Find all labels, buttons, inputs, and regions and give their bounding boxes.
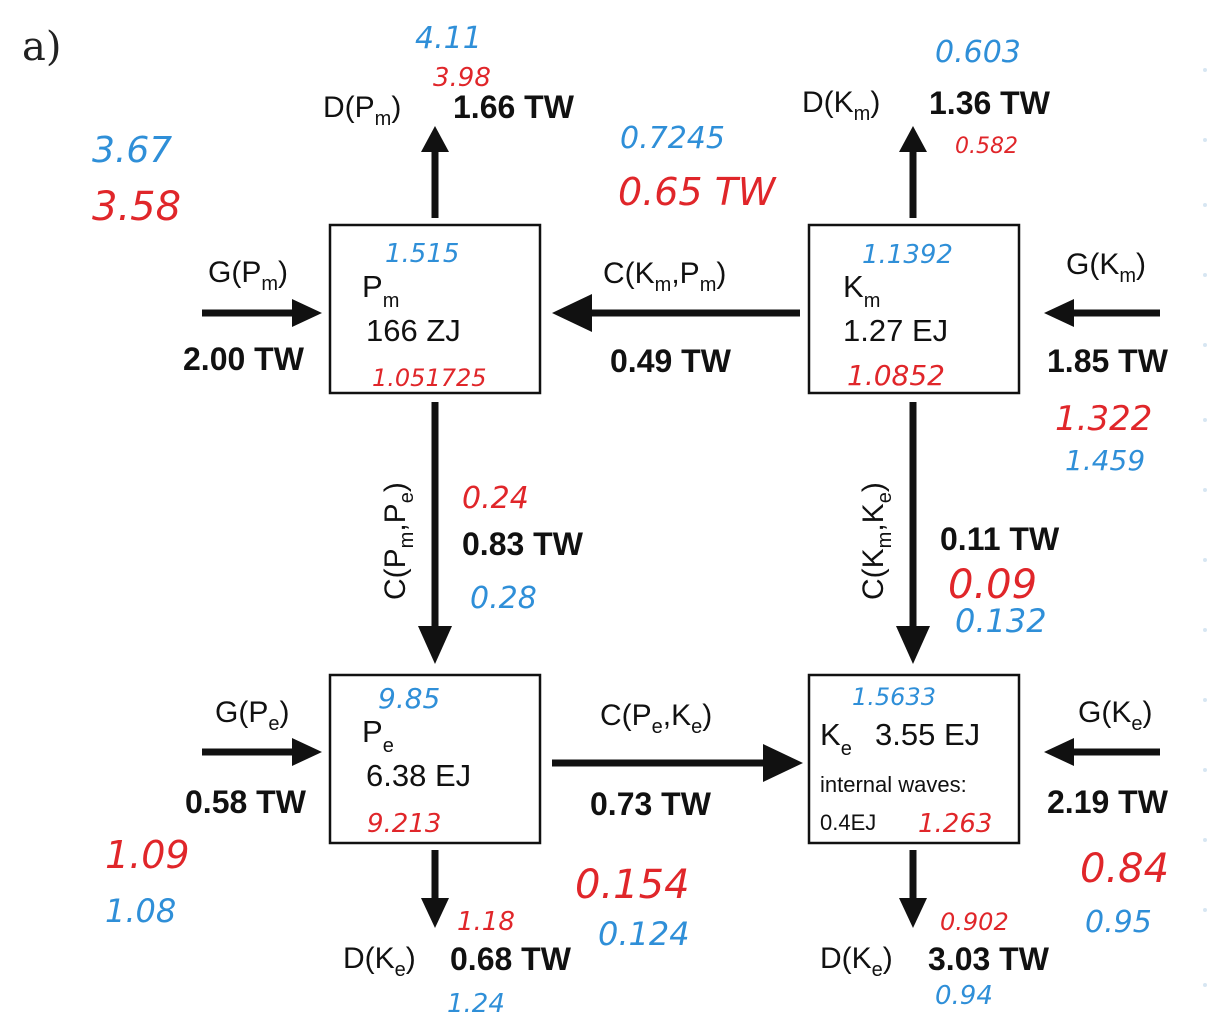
flow-d-ke-right-label: D(Ke) xyxy=(820,942,893,981)
box-pm xyxy=(328,223,542,395)
flow-c-kmke-label: C(Km,Ke) xyxy=(857,482,896,600)
note-red-6: 1.0852 xyxy=(847,359,945,392)
note-red-14: 0.84 xyxy=(1080,846,1169,892)
note-blue-2: 3.67 xyxy=(92,130,172,171)
note-blue-9: 9.85 xyxy=(378,682,440,715)
arrow-g-pm xyxy=(202,299,322,327)
arrow-d-ke-left xyxy=(421,850,449,928)
arrow-c-pmpe xyxy=(418,402,452,664)
box-pm-symbol: Pm xyxy=(362,269,399,312)
note-blue-14: 0.95 xyxy=(1085,905,1152,940)
note-red-13: 0.154 xyxy=(575,862,690,908)
note-blue-7: 1.459 xyxy=(1065,444,1145,477)
note-red-15: 1.18 xyxy=(457,907,515,937)
arrow-c-kmke xyxy=(896,402,930,664)
arrow-d-ke-right xyxy=(899,850,927,928)
flow-c-kmpm-value: 0.49 TW xyxy=(610,343,732,379)
note-blue-3: 0.7245 xyxy=(620,121,725,156)
flow-g-ke-value: 2.19 TW xyxy=(1047,784,1169,820)
arrow-d-km xyxy=(899,126,927,218)
box-km xyxy=(807,223,1021,395)
note-blue-15: 1.24 xyxy=(447,989,505,1019)
note-red-10: 9.213 xyxy=(367,809,441,839)
edge-dots xyxy=(1203,68,1207,987)
note-blue-8: 0.28 xyxy=(470,581,537,616)
flow-d-ke-left-value: 0.68 TW xyxy=(450,941,572,977)
box-ke-note-value: 0.4EJ xyxy=(820,810,876,835)
box-ke xyxy=(807,673,1021,845)
flow-d-pm-value: 1.66 TW xyxy=(453,89,575,125)
flow-c-kmpm-label: C(Km,Pm) xyxy=(603,257,726,296)
note-red-7: 1.322 xyxy=(1055,399,1152,439)
box-pe-value: 6.38 EJ xyxy=(366,758,471,793)
box-ke-note: internal waves: xyxy=(820,772,967,797)
note-blue-1: 4.11 xyxy=(415,21,482,56)
arrow-c-kmpm xyxy=(552,294,800,332)
flow-g-pm-label: G(Pm) xyxy=(208,256,288,295)
note-blue-16: 0.94 xyxy=(935,981,993,1011)
note-blue-13: 0.124 xyxy=(598,915,690,953)
box-pe-symbol: Pe xyxy=(362,714,394,757)
flow-d-pm-label: D(Pm) xyxy=(323,91,401,130)
note-red-12: 1.09 xyxy=(105,833,190,877)
box-km-symbol: Km xyxy=(843,269,880,312)
box-km-value: 1.27 EJ xyxy=(843,313,948,348)
flow-d-ke-right-value: 3.03 TW xyxy=(928,941,1050,977)
flow-g-pe-value: 0.58 TW xyxy=(185,784,307,820)
flow-c-peke-value: 0.73 TW xyxy=(590,786,712,822)
box-ke-symbol: Ke xyxy=(820,717,852,760)
panel-label: a) xyxy=(22,24,61,70)
flow-g-pm-value: 2.00 TW xyxy=(183,341,305,377)
note-red-11: 1.263 xyxy=(918,809,992,839)
flow-c-pmpe-label: C(Pm,Pe) xyxy=(379,482,418,600)
flow-g-km-value: 1.85 TW xyxy=(1047,343,1169,379)
flow-c-peke-label: C(Pe,Ke) xyxy=(600,699,712,738)
note-red-3: 0.65 TW xyxy=(618,170,777,214)
box-pm-value: 166 ZJ xyxy=(366,313,461,348)
note-red-5: 1.051725 xyxy=(372,364,487,392)
note-red-4: 0.582 xyxy=(955,134,1018,159)
box-pe xyxy=(328,673,542,845)
box-ke-value: 3.55 EJ xyxy=(875,717,980,752)
flow-d-km-value: 1.36 TW xyxy=(929,85,1051,121)
note-red-1: 3.98 xyxy=(433,63,491,93)
flow-g-km-label: G(Km) xyxy=(1066,248,1146,287)
note-red-9: 0.09 xyxy=(948,562,1037,608)
arrow-d-pm xyxy=(421,126,449,218)
note-blue-10: 1.5633 xyxy=(852,683,936,711)
note-blue-6: 1.1392 xyxy=(862,240,953,270)
arrow-g-pe xyxy=(202,738,322,766)
note-blue-4: 0.603 xyxy=(935,35,1021,70)
note-blue-12: 1.08 xyxy=(105,892,176,930)
flow-c-pmpe-value: 0.83 TW xyxy=(462,526,584,562)
note-blue-5: 1.515 xyxy=(385,239,459,269)
flow-g-pe-label: G(Pe) xyxy=(215,696,289,735)
flow-g-ke-label: G(Ke) xyxy=(1078,696,1152,735)
flow-d-ke-left-label: D(Ke) xyxy=(343,942,416,981)
note-red-2: 3.58 xyxy=(92,184,181,230)
arrow-g-ke xyxy=(1044,738,1160,766)
flow-d-km-label: D(Km) xyxy=(802,86,880,125)
note-red-8: 0.24 xyxy=(462,481,529,516)
arrow-c-peke xyxy=(552,744,803,782)
note-blue-11: 0.132 xyxy=(955,602,1047,640)
note-red-16: 0.902 xyxy=(940,908,1009,936)
flow-c-kmke-value: 0.11 TW xyxy=(940,521,1060,557)
arrow-g-km xyxy=(1044,299,1160,327)
